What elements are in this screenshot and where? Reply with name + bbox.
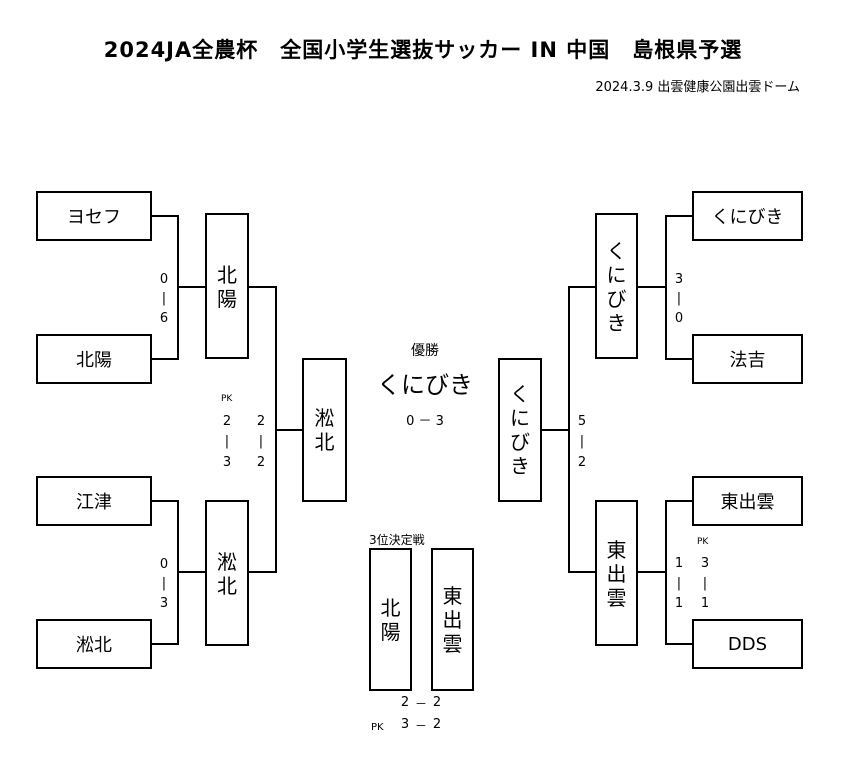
- bracket-line: [542, 429, 569, 431]
- team-char: 北: [217, 263, 237, 287]
- pk-score: 3: [222, 455, 232, 470]
- team-char: 出: [606, 562, 627, 586]
- bracket-line: [568, 286, 570, 573]
- bracket-line: [665, 215, 692, 217]
- bracket-line: [275, 429, 302, 431]
- left-team-4: 淞北: [36, 619, 152, 669]
- bracket-line: [568, 571, 595, 573]
- bracket-line: [177, 286, 205, 288]
- bracket-line: [152, 500, 178, 502]
- pk-score: 3: [700, 556, 710, 571]
- score: 2: [577, 455, 587, 470]
- pk-label: PK: [371, 722, 384, 733]
- score: 2: [256, 414, 266, 429]
- team-char: 出: [442, 608, 463, 632]
- score-dash: |: [702, 576, 708, 591]
- bracket-line: [665, 500, 667, 645]
- bracket-line: [249, 286, 276, 288]
- team-char: び: [510, 430, 530, 454]
- bracket-line: [152, 358, 178, 360]
- score-dash: |: [258, 434, 264, 449]
- bracket-line: [568, 286, 595, 288]
- score: 1: [674, 596, 684, 611]
- score-dash: |: [161, 576, 167, 591]
- score: 3: [159, 596, 169, 611]
- bracket-line: [152, 215, 178, 217]
- score: 1: [674, 556, 684, 571]
- left-team-1: ヨセフ: [36, 191, 152, 241]
- pk-score: 3: [400, 717, 410, 732]
- team-char: 淞: [314, 406, 335, 430]
- score-dash: |: [161, 291, 167, 306]
- bracket-line: [249, 571, 276, 573]
- tournament-title: 2024JA全農杯 全国小学生選抜サッカー IN 中国 島根県予選: [103, 38, 743, 62]
- right-team-2: 法吉: [692, 334, 803, 384]
- score: 0: [674, 311, 684, 326]
- pk-score: 2: [432, 717, 442, 732]
- score: 6: [159, 311, 169, 326]
- pk-label: PK: [697, 537, 709, 547]
- score: 2: [256, 455, 266, 470]
- score-dash: |: [676, 291, 682, 306]
- left-sf-team-1: 北 陽: [205, 213, 249, 359]
- bracket-line: [665, 500, 692, 502]
- right-team-1: くにびき: [692, 191, 803, 241]
- team-char: 北: [314, 430, 335, 454]
- team-char: 陽: [217, 287, 237, 311]
- score: 3: [674, 272, 684, 287]
- team-char: く: [606, 239, 627, 263]
- team-char: 東: [442, 584, 463, 608]
- team-char: び: [606, 287, 627, 311]
- champion-label: 優勝: [411, 343, 439, 359]
- team-char: き: [510, 454, 530, 478]
- left-team-3: 江津: [36, 476, 152, 526]
- pk-score: 2: [222, 414, 232, 429]
- team-char: き: [606, 311, 627, 335]
- team-char: に: [606, 263, 627, 287]
- team-char: 陽: [380, 620, 401, 644]
- bracket-line: [638, 571, 666, 573]
- pk-score: 1: [700, 596, 710, 611]
- champion-name: くにびき: [377, 371, 473, 399]
- team-char: 東: [606, 538, 627, 562]
- third-score: 2: [400, 695, 410, 710]
- pk-label: PK: [221, 394, 233, 404]
- score: 0: [159, 557, 169, 572]
- third-team-2: 東 出 雲: [431, 548, 474, 691]
- bracket-line: [177, 571, 205, 573]
- third-team-1: 北 陽: [369, 548, 412, 691]
- score-dash: |: [676, 576, 682, 591]
- score-dash: |: [579, 434, 585, 449]
- left-sf-team-2: 淞 北: [205, 500, 249, 646]
- team-char: に: [510, 406, 530, 430]
- team-char: 北: [380, 596, 401, 620]
- right-sf-team-1: く に び き: [595, 213, 638, 359]
- team-char: く: [510, 382, 530, 406]
- score-dash: －: [415, 719, 428, 733]
- team-char: 淞: [217, 550, 237, 574]
- final-score: 0 － 3: [406, 414, 444, 429]
- right-team-4: DDS: [692, 619, 803, 669]
- bracket-line: [665, 358, 692, 360]
- left-finalist: 淞 北: [302, 358, 347, 502]
- score: 0: [159, 272, 169, 287]
- score-dash: |: [224, 434, 230, 449]
- team-char: 雲: [442, 632, 463, 656]
- bracket-line: [665, 643, 692, 645]
- bracket-line: [665, 215, 667, 360]
- right-finalist: く に び き: [498, 358, 542, 502]
- team-char: 雲: [606, 586, 627, 610]
- right-sf-team-2: 東 出 雲: [595, 500, 638, 646]
- venue-date: 2024.3.9 出雲健康公園出雲ドーム: [595, 80, 800, 95]
- bracket-line: [638, 286, 666, 288]
- third-place-label: 3位決定戦: [369, 533, 425, 547]
- team-char: 北: [217, 574, 237, 598]
- left-team-2: 北陽: [36, 334, 152, 384]
- score: 5: [577, 414, 587, 429]
- right-team-3: 東出雲: [692, 476, 803, 526]
- score-dash: －: [415, 697, 428, 711]
- bracket-line: [152, 643, 178, 645]
- third-score: 2: [432, 695, 442, 710]
